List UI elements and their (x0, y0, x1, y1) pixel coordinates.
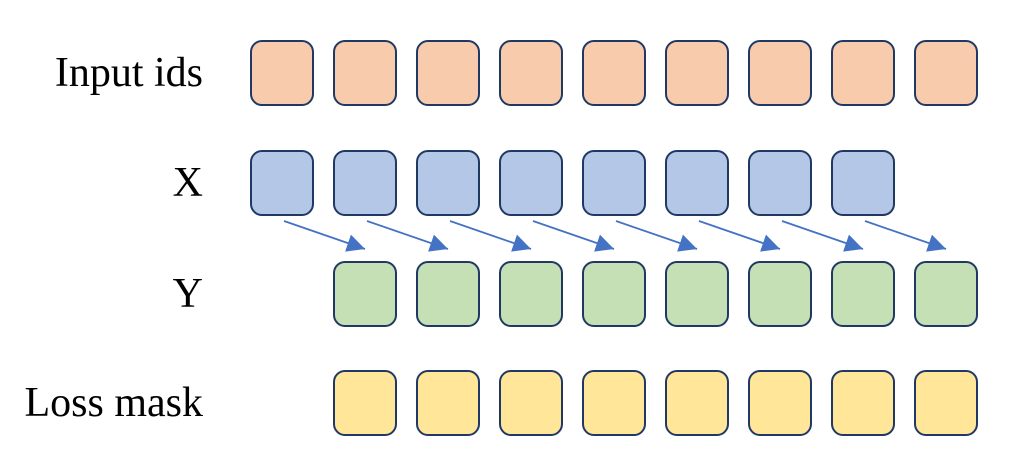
loss-mask-square (665, 370, 729, 436)
loss-mask-square (582, 370, 646, 436)
y-square (499, 261, 563, 327)
squares-row-x (250, 150, 895, 216)
y-square (831, 261, 895, 327)
input-ids-square (748, 40, 812, 106)
input-ids-square (250, 40, 314, 106)
row-label-x: X (172, 160, 203, 206)
input-ids-square (499, 40, 563, 106)
squares-row-input-ids (250, 40, 978, 106)
loss-mask-square (831, 370, 895, 436)
loss-mask-square (914, 370, 978, 436)
y-square (665, 261, 729, 327)
shift-arrow (615, 220, 698, 252)
loss-mask-square (333, 370, 397, 436)
shift-arrow (366, 220, 449, 252)
input-ids-square (416, 40, 480, 106)
y-square (416, 261, 480, 327)
input-ids-square (831, 40, 895, 106)
shift-arrow (532, 220, 615, 252)
x-square (582, 150, 646, 216)
shift-arrow (283, 220, 366, 252)
input-ids-square (914, 40, 978, 106)
shift-arrow (698, 220, 781, 252)
input-ids-square (333, 40, 397, 106)
input-ids-square (582, 40, 646, 106)
y-square (582, 261, 646, 327)
x-square (416, 150, 480, 216)
shift-arrow (781, 220, 864, 252)
input-ids-square (665, 40, 729, 106)
x-square (250, 150, 314, 216)
y-square (914, 261, 978, 327)
shift-arrow (864, 220, 947, 252)
x-square (333, 150, 397, 216)
y-square (748, 261, 812, 327)
y-square (333, 261, 397, 327)
loss-mask-square (499, 370, 563, 436)
row-label-loss-mask: Loss mask (24, 380, 204, 426)
row-label-input-ids: Input ids (54, 50, 203, 96)
loss-mask-square (416, 370, 480, 436)
x-square (665, 150, 729, 216)
row-label-y: Y (172, 271, 203, 317)
loss-mask-square (748, 370, 812, 436)
x-square (831, 150, 895, 216)
x-square (499, 150, 563, 216)
x-square (748, 150, 812, 216)
squares-row-y (333, 261, 978, 327)
squares-row-loss-mask (333, 370, 978, 436)
shift-arrow (449, 220, 532, 252)
